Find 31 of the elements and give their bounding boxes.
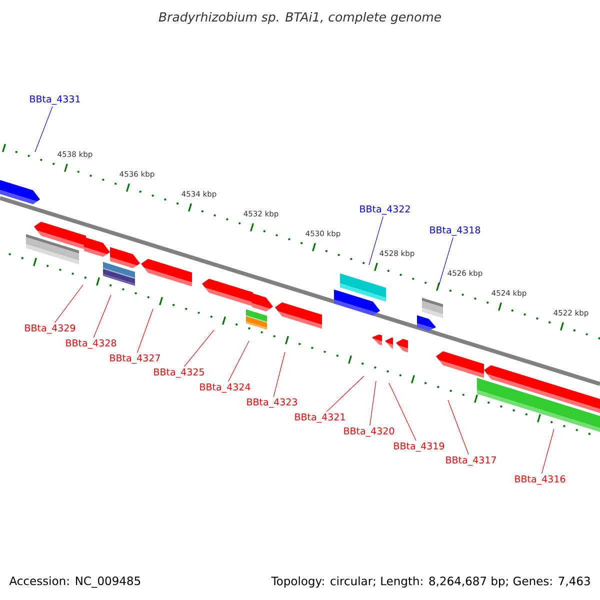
- title: Bradyrhizobium sp. BTAi1, complete genome: [158, 12, 441, 24]
- gene-label: BBta_4316: [515, 475, 566, 485]
- leader-line: [541, 428, 554, 474]
- gene-label: BBta_4322: [360, 205, 410, 215]
- gene-label: BBta_4321: [295, 413, 345, 423]
- gene-label: BBta_4327: [110, 354, 160, 364]
- leader-line: [34, 106, 53, 152]
- gene-label: BBta_4329: [25, 324, 76, 334]
- gene-label: BBta_4320: [344, 427, 394, 437]
- leader-line: [370, 380, 376, 426]
- gene-label: BBta_4325: [154, 368, 204, 378]
- gene-label: BBta_4328: [66, 339, 116, 349]
- leader-line: [388, 382, 416, 441]
- leader-line: [136, 308, 154, 353]
- leader-line: [273, 352, 286, 397]
- leader-line: [54, 284, 84, 323]
- leader-line: [438, 237, 454, 286]
- leader-line: [326, 376, 364, 412]
- leader-line: [368, 216, 384, 266]
- leader-line: [228, 340, 250, 382]
- gene-label: BBta_4319: [394, 442, 444, 452]
- gene-label: BBta_4318: [430, 226, 480, 236]
- leader-line: [184, 330, 214, 367]
- accession-text: Accession: NC_009485: [9, 576, 140, 588]
- gene-label: BBta_4331: [30, 95, 80, 105]
- gene-label: BBta_4323: [247, 398, 297, 408]
- leader-line: [448, 400, 469, 455]
- genome-info-text: Topology: circular; Length: 8,264,687 bp; Genes: 7,463: [271, 576, 590, 588]
- gene-label: BBta_4317: [446, 456, 496, 466]
- leader-line: [93, 294, 112, 338]
- gene-label: BBta_4324: [200, 383, 250, 393]
